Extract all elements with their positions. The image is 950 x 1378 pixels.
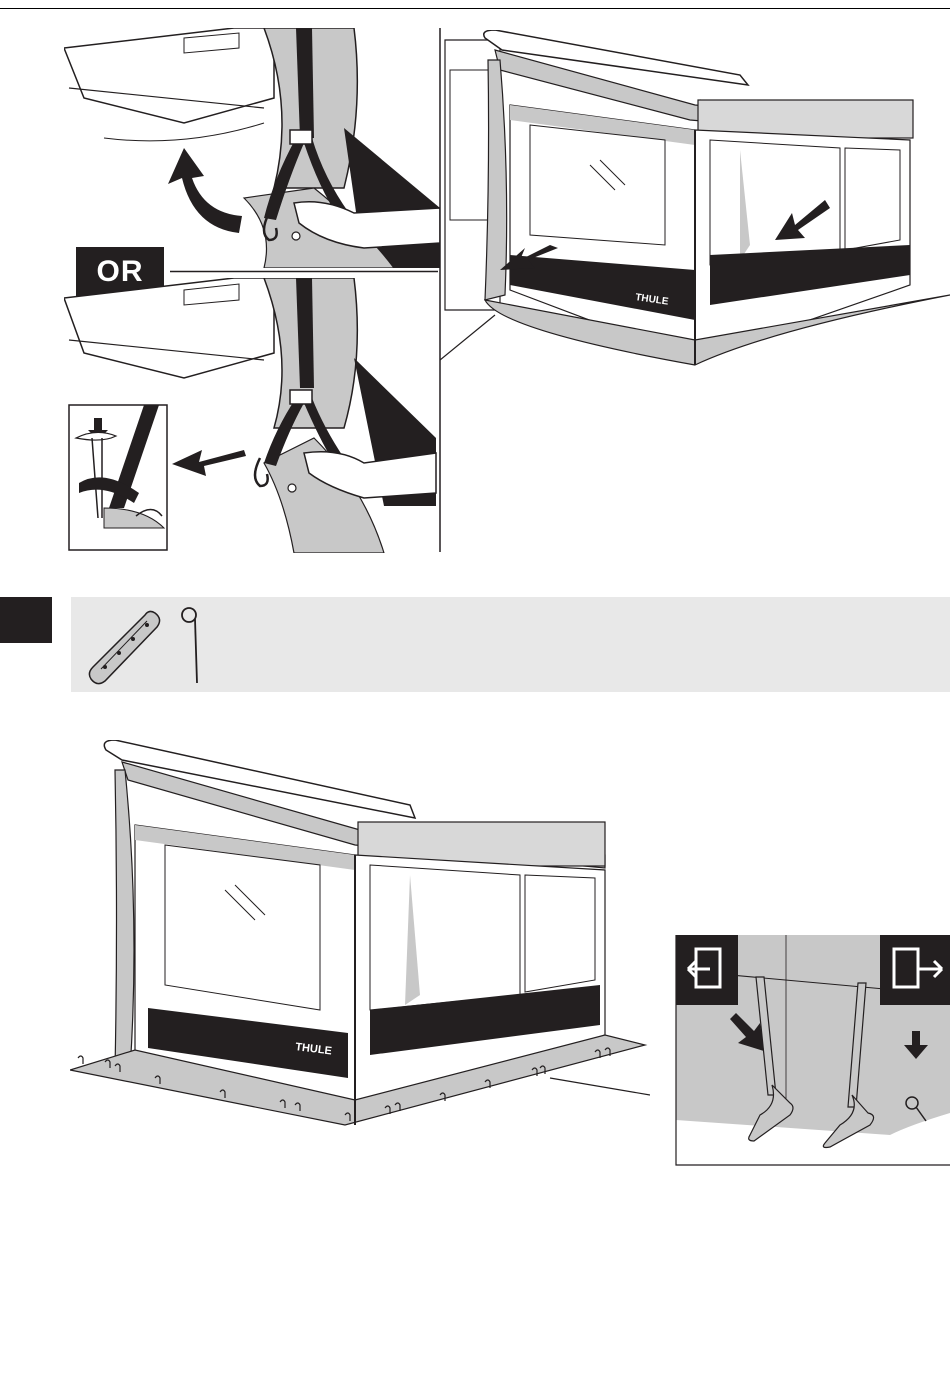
awning-illustration-top: THULE <box>440 30 950 550</box>
strap-hook-illustration-bottom <box>64 278 440 553</box>
peg-strip-icon <box>85 605 165 685</box>
peg-detail-inset <box>650 935 950 1167</box>
or-divider-line <box>170 270 438 273</box>
header-rule <box>0 8 950 9</box>
awning-illustration-bottom: THULE <box>70 740 650 1130</box>
strap-hook-illustration-top <box>64 28 440 268</box>
step-marker <box>0 597 52 643</box>
tent-peg-icon <box>175 605 215 687</box>
parts-panel <box>71 597 950 692</box>
